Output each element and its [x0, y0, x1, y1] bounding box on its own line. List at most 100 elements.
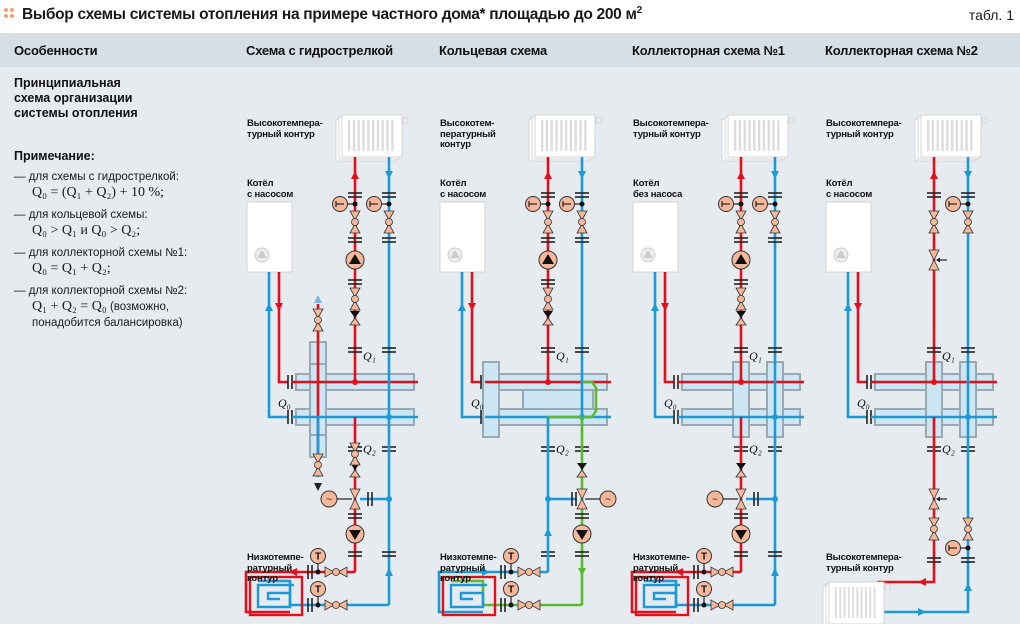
ball-valve-icon — [710, 566, 734, 578]
note-text: — для кольцевой схемы: — [14, 209, 148, 221]
check-valve-icon — [542, 311, 554, 326]
ball-valve-icon — [312, 308, 324, 332]
q0-label: Q₀ — [664, 396, 677, 410]
ball-valve-icon — [735, 210, 747, 234]
high-temp-circuit-label: Высокотемпера- турный контур — [247, 118, 323, 140]
svg-text:~: ~ — [326, 495, 332, 506]
flow-arrow-icon — [771, 568, 779, 576]
circulation-pump-icon — [731, 524, 751, 544]
ball-valve-icon — [928, 517, 940, 541]
ring-bypass-pipe — [548, 380, 598, 419]
ring-manifold-core — [522, 389, 594, 410]
flow-arrow-icon — [854, 303, 862, 311]
radiator-top-icon — [528, 114, 602, 162]
note-item: — для кольцевой схемы: Q₀ > Q₁ и Q₀ > Q₂… — [14, 208, 229, 239]
flow-arrow-icon — [314, 483, 322, 491]
formula-math: Q₁ + Q₂ = Q₀ — [32, 299, 107, 314]
note-text: — для коллекторной схемы №1: — [14, 247, 188, 259]
flow-arrow-icon — [930, 171, 938, 179]
table-title: Выбор схемы системы отопления на примере… — [22, 5, 642, 24]
thermometer-icon — [718, 196, 744, 212]
thermometer-icon — [559, 196, 585, 212]
flow-arrow-icon — [651, 303, 659, 311]
flow-arrow-icon — [771, 171, 779, 179]
note-text: — для коллекторной схемы №2: — [14, 285, 188, 297]
note-continuation: понадобится балансировка) — [32, 317, 183, 329]
note-formula: Q₀ = (Q₁ + Q₂) + 10 %; — [32, 185, 165, 200]
check-valve-icon — [576, 463, 588, 478]
comparison-table: Особенности Схема с гидрострелкой Кольце… — [0, 33, 1020, 624]
underfloor-return-pipe — [437, 570, 548, 614]
ball-valve-icon — [324, 599, 348, 611]
flow-arrow-icon — [737, 171, 745, 179]
flow-arrow-icon — [964, 171, 972, 179]
boiler-label: Котёл без насоса — [633, 178, 683, 200]
boiler-supply-pipe — [663, 272, 674, 384]
three-way-mixing-valve-icon: ~ — [706, 488, 747, 510]
svg-text:T: T — [701, 552, 707, 563]
radiator-top-icon — [914, 114, 988, 162]
radiator-top-icon — [721, 114, 795, 162]
high-temp-circuit-label: Высокотемпера- турный контур — [633, 118, 709, 140]
flow-arrow-icon — [675, 568, 683, 576]
flow-arrow-icon — [844, 303, 852, 311]
title-row: Выбор схемы системы отопления на примере… — [0, 0, 1020, 30]
thermometer-icon: T — [696, 581, 712, 608]
underfloor-heating-coil-icon — [248, 575, 304, 617]
column-header-collector-2: Коллекторная схема №2 — [825, 43, 978, 58]
formula-remark: (возможно, — [106, 301, 170, 313]
three-way-mixing-valve-icon: ~ — [576, 488, 617, 510]
junction-dot — [386, 496, 392, 502]
row-heading: Принципиальная схема организации системы… — [14, 76, 138, 120]
svg-text:T: T — [315, 552, 321, 563]
ball-valve-icon — [542, 287, 554, 311]
flow-arrow-icon — [661, 303, 669, 311]
ball-valve-icon — [324, 566, 348, 578]
q2-label: Q₂ — [749, 442, 762, 456]
boiler-icon — [632, 201, 679, 273]
boiler-supply-pipe — [277, 272, 288, 384]
thermometer-icon — [525, 196, 551, 212]
circulation-pump-icon — [572, 524, 592, 544]
note-item: — для коллекторной схемы №2: Q₁ + Q₂ = Q… — [14, 284, 229, 330]
ball-valve-icon — [517, 599, 541, 611]
boiler-label: Котёл с насосом — [440, 178, 487, 200]
boiler-icon — [439, 201, 486, 273]
features-column: Принципиальная схема организации системы… — [14, 76, 229, 330]
high-temp-circuit-label-bottom: Высокотемпера- турный контур — [826, 552, 902, 574]
high-temp-circuit-label: Высокотемпера- турный контур — [826, 118, 902, 140]
flow-arrow-icon — [578, 171, 586, 179]
q0-label: Q₀ — [857, 396, 870, 410]
title-bullet-icon — [4, 8, 18, 22]
boiler-label: Котёл с насосом — [826, 178, 873, 200]
q2-label: Q₂ — [556, 442, 569, 456]
boiler-icon — [246, 201, 293, 273]
ball-valve-icon — [542, 210, 554, 234]
q0-label: Q₀ — [278, 396, 291, 410]
note-item: — для коллекторной схемы №1: Q₀ = Q₁ + Q… — [14, 246, 229, 277]
column-header-hydro-arrow: Схема с гидрострелкой — [246, 43, 393, 58]
flow-arrow-icon — [351, 171, 359, 179]
svg-text:~: ~ — [605, 495, 611, 506]
thermometer-icon — [366, 196, 392, 212]
thermometer-icon: T — [696, 548, 712, 575]
thermometer-icon: T — [310, 548, 326, 575]
q1-label: Q₁ — [363, 349, 376, 363]
table-header-row: Особенности Схема с гидрострелкой Кольце… — [0, 33, 1020, 67]
low-temp-circuit-label: Низкотемпе- ратурный контур — [633, 552, 690, 584]
svg-text:T: T — [315, 585, 321, 596]
column-header-collector-1: Коллекторная схема №1 — [632, 43, 785, 58]
flow-arrow-icon — [265, 303, 273, 311]
thermometer-icon — [945, 540, 971, 556]
column-header-ring: Кольцевая схема — [439, 43, 547, 58]
thermometer-icon: T — [310, 581, 326, 608]
flow-arrow-icon — [275, 303, 283, 311]
ball-valve-icon — [383, 210, 395, 234]
ball-valve-icon — [349, 287, 361, 311]
thermometer-icon: T — [503, 581, 519, 608]
